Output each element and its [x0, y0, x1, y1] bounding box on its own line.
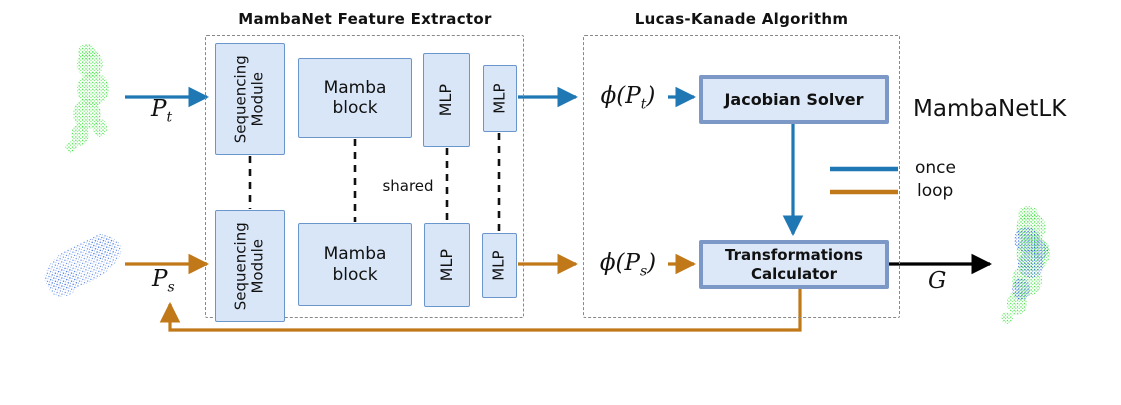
lucas-kanade-title: Lucas-Kanade Algorithm	[634, 10, 849, 28]
mamba-block-top-label-line1: Mamba	[323, 77, 387, 98]
shared-weights-label: shared	[382, 177, 434, 195]
mamba-block-top-label-line2: block	[332, 98, 378, 118]
once-arrows	[125, 86, 804, 237]
mamba-block-top: Mamba block	[298, 58, 412, 138]
shared-weight-connectors	[248, 133, 501, 232]
jacobian-solver-box: Jacobian Solver	[699, 75, 889, 124]
legend-loop-label: loop	[917, 181, 954, 201]
jacobian-solver-label: Jacobian Solver	[724, 89, 864, 109]
sequencing-module-bottom-label-line1: Sequencing	[231, 222, 250, 310]
loop-arrows	[125, 253, 802, 332]
source-point-cloud	[44, 233, 122, 297]
g-output-label: G	[928, 268, 947, 294]
legend-once-label: once	[915, 158, 956, 178]
feedback-loop-path	[159, 289, 802, 332]
sequencing-module-bottom-label-line2: Module	[249, 238, 267, 294]
sequencing-module-top-label-line2: Module	[249, 71, 267, 127]
feature-extractor-container	[205, 35, 524, 318]
sequencing-module-bottom: Sequencing Module	[215, 210, 285, 322]
mlp-1-top: MLP	[423, 53, 470, 147]
target-point-cloud	[65, 44, 109, 153]
transformations-calculator-box: Transformations Calculator	[699, 240, 889, 289]
feature-extractor-title: MambaNet Feature Extractor	[238, 10, 492, 28]
phi-ps-label: ϕ(Ps)	[599, 250, 657, 280]
mlp-2-bottom: MLP	[482, 233, 517, 298]
transformations-calculator-label-line1: Transformations	[725, 245, 863, 264]
output-point-cloud	[1001, 206, 1050, 324]
mlp-2-bottom-label: MLP	[489, 250, 508, 281]
transformations-calculator-label-line2: Calculator	[751, 264, 837, 283]
mamba-block-bottom-label-line1: Mamba	[323, 244, 387, 265]
sequencing-module-top: Sequencing Module	[215, 43, 285, 155]
phi-pt-label: ϕ(Pt)	[600, 83, 656, 113]
mamba-block-bottom-label-line2: block	[332, 264, 378, 285]
sequencing-module-top-label-line1: Sequencing	[231, 55, 250, 143]
mlp-1-bottom-label: MLP	[436, 248, 456, 282]
pt-label: Pt	[151, 96, 173, 126]
model-name-label: MambaNetLK	[913, 96, 1067, 122]
mlp-1-top-label: MLP	[436, 83, 456, 117]
lucas-kanade-container	[583, 35, 900, 318]
mamba-block-bottom: Mamba block	[298, 223, 412, 306]
mlp-2-top: MLP	[483, 65, 517, 132]
mlp-2-top-label: MLP	[490, 83, 509, 114]
mlp-1-bottom: MLP	[424, 223, 470, 307]
ps-label: Ps	[152, 266, 175, 296]
